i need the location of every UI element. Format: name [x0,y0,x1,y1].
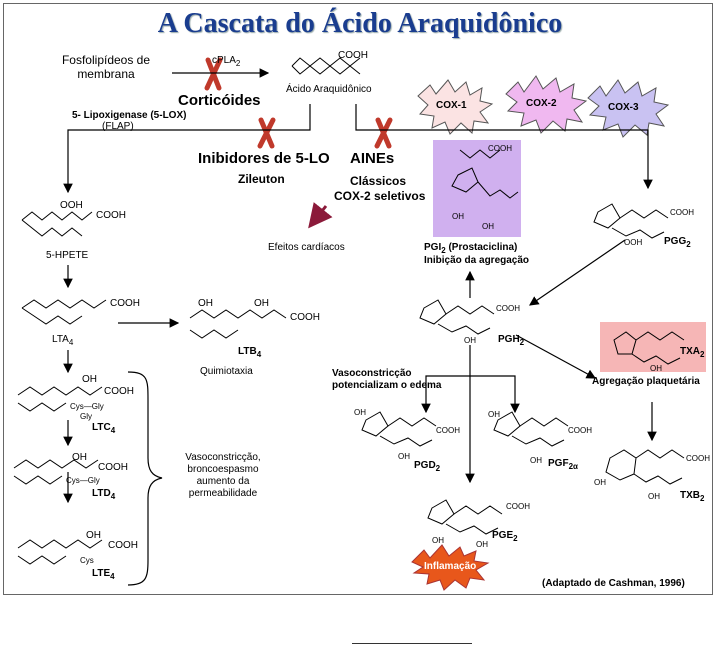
ltd4-cooh-label: COOH [98,462,128,473]
hpete-ooh-label: OOH [60,200,83,211]
lte4-cooh-label: COOH [108,540,138,551]
pgg2-ooh-label: OOH [624,238,643,247]
lta4-cooh-label: COOH [110,298,140,309]
source-credit: (Adaptado de Cashman, 1996) [542,578,685,589]
ltb4-label: LTB4 [238,346,262,359]
brace-icon [127,371,163,586]
txa2-label: TXA2 [680,346,705,359]
pgf2-ho-label: OH [488,410,500,419]
vasoconstriction-effects-label: Vasoconstricção, broncoespasmo aumento d… [185,452,261,499]
ltc4-oh-label: OH [82,374,97,385]
pge2-ho-label: OH [432,536,444,545]
cardiac-effects-label: Efeitos cardíacos [268,242,345,253]
pgd2-oh-label: OH [398,452,410,461]
inflammation-label: Inflamação [424,561,477,572]
lta4-label: LTA4 [52,334,74,347]
ltc4-gly-label: Gly [80,412,92,421]
cox2-starburst [505,75,588,134]
inflammation-starburst [411,544,490,591]
pgg2-cooh-label: COOH [670,208,694,217]
ltd4-label: LTD4 [92,488,116,501]
lte4-oh-label: OH [86,530,101,541]
lo-inhibitors-label: Inibidores de 5-LO [198,150,330,167]
pgi2-cooh-label: COOH [488,144,512,153]
cox1-label: COX-1 [436,100,467,111]
zileuton-label: Zileuton [238,172,285,186]
diagram-title: A Cascata do Ácido Araquidônico [157,8,563,39]
pgg2-label: PGG2 [664,236,691,249]
pgf2-cooh-label: COOH [568,426,592,435]
pgi2-ho-label: OH [452,212,464,221]
ltd4-oh-label: OH [72,452,87,463]
aggregation-inhibition-label: Inibição da agregação [424,255,530,266]
pgd2-ho-label: OH [354,408,366,417]
chemotaxis-label: Quimiotaxia [200,366,253,377]
pgi2-label: PGI2 (Prostaciclina) [424,242,518,255]
arachidonic-acid-label: Ácido Araquidônico [286,84,372,95]
lte4-label: LTE4 [92,568,115,581]
cox1-starburst [417,79,494,135]
pgi2-highlight-box [433,140,521,237]
ltb4-oh2-label: OH [254,298,269,309]
ltb4-cooh-label: COOH [290,312,320,323]
pgf2-oh-label: OH [530,456,542,465]
txa2-highlight-box [600,322,706,372]
pathway-diagram [13,57,706,591]
platelet-aggregation-label: Agregação plaquetária [592,376,700,387]
pgi2-oh-label: OH [482,222,494,231]
nsaids-label: AINEs [350,150,395,167]
pgf2a-label: PGF2α [548,458,578,471]
txb2-ho-label: OH [594,478,606,487]
pgd2-cooh-label: COOH [436,426,460,435]
cox2-label: COX-2 [526,98,557,109]
ltc4-label: LTC4 [92,422,116,435]
phospholipids-label: Fosfolipídeos de membrana [61,53,151,81]
hpete-label: 5-HPETE [46,250,89,261]
inhibition-x-icon [204,57,393,149]
txb2-oh-label: OH [648,492,660,501]
hpete-cooh-label: COOH [96,210,126,221]
txb2-label: TXB2 [680,490,705,503]
lte4-cys-label: Cys [80,556,94,565]
cpla2-label: cPLA2 [212,55,241,68]
txa2-oh-label: OH [650,364,662,373]
ltc4-cysgly-label: Cys—Gly [70,402,104,411]
ltb4-oh1-label: OH [198,298,213,309]
aa-cooh-label: COOH [338,50,368,61]
lox-label: 5- Lipoxigenase (5-LOX) [72,110,187,121]
cox3-label: COX-3 [608,102,639,113]
vasoconstriction-edema-label: Vasoconstricção potencializam o edema [332,368,442,391]
chemical-structure-icon [13,57,685,565]
pge2-oh-label: OH [476,540,488,549]
starburst-icon [411,75,670,591]
pgh2-oh-label: OH [464,336,476,345]
pgd2-label: PGD2 [414,460,441,473]
classic-label: Clássicos [350,174,407,188]
ltd4-cysgly-label: Cys—Gly [66,476,100,485]
flap-label: (FLAP) [102,121,134,132]
ltc4-cooh-label: COOH [104,386,134,397]
txb2-cooh-label: COOH [686,454,710,463]
pge2-cooh-label: COOH [506,502,530,511]
cox2-selective-label: COX-2 seletivos [334,189,426,203]
cox3-starburst [587,79,670,138]
pgh2-label: PGH2 [498,334,525,347]
corticoids-label: Corticóides [178,92,261,109]
pge2-label: PGE2 [492,530,518,543]
footer-divider [352,643,472,644]
pgh2-cooh-label: COOH [496,304,520,313]
